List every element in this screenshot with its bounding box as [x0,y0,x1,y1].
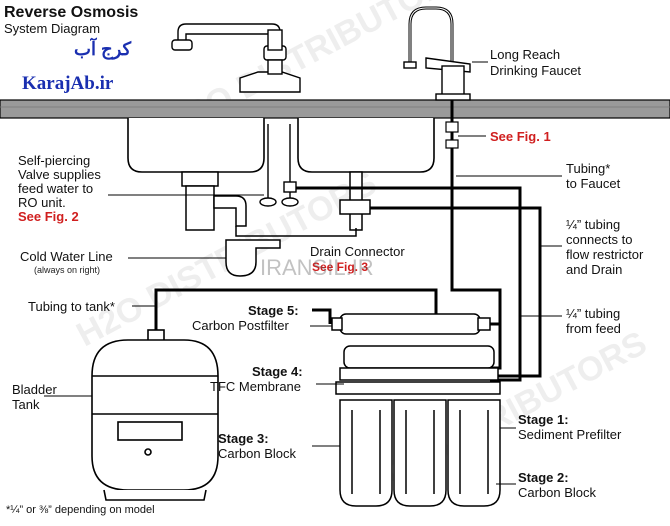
filter-canisters-art [339,399,501,507]
label-see-fig1: See Fig. 1 [490,129,551,144]
label-stage1: Stage 1: [518,412,569,427]
label-valve-line4: RO unit. [18,195,66,210]
label-see-fig3: See Fig. 3 [312,260,369,274]
label-stage4-name: TFC Membrane [210,379,302,394]
leader-lines [44,61,562,485]
diagram-title: Reverse Osmosis [4,4,139,21]
label-drain-connector: Drain Connector [310,244,405,259]
label-stage3: Stage 3: [218,431,269,446]
overlay-watermark-text: IRANSIL.IR [260,255,374,280]
label-tubing-faucet-line1: Tubing* [566,161,611,176]
label-tubing-tank: Tubing to tank* [28,299,115,314]
membrane-housing-art [335,345,501,395]
drinking-faucet-art [403,6,471,101]
label-restrictor-line3: flow restrictor [566,247,644,262]
tube-fittings [445,121,459,149]
label-stage1-name: Sediment Prefilter [518,427,622,442]
label-restrictor-line1: ¼” tubing [566,217,621,232]
postfilter-art [331,313,491,335]
label-stage2: Stage 2: [518,470,569,485]
label-restrictor-line4: and Drain [566,262,623,277]
diagram-subtitle: System Diagram [4,21,101,36]
label-restrictor-line2: connects to [566,232,633,247]
label-stage3-name: Carbon Block [218,446,297,461]
label-bladder-line2: Tank [12,397,40,412]
valve-and-cold-line [259,124,299,207]
label-stage4: Stage 4: [252,364,303,379]
label-tubing-feed-line2: from feed [566,321,621,336]
bladder-tank-art [91,329,219,501]
brand-latin: KarajAb.ir [22,73,114,94]
label-bladder-line1: Bladder [12,382,57,397]
label-faucet-line2: Drinking Faucet [490,63,582,78]
kitchen-faucet [171,23,301,93]
drain-pipes [181,171,371,277]
footnote: *¼” or ⅜” depending on model [6,504,155,516]
label-stage2-name: Carbon Block [518,485,597,500]
label-valve-line3: feed water to [18,181,94,196]
label-cold-water: Cold Water Line [20,249,113,264]
brand-persian: کرج آب [74,39,132,59]
label-faucet-line1: Long Reach [490,47,561,62]
label-valve-line2: Valve supplies [18,167,101,182]
label-tubing-faucet-line2: to Faucet [566,176,621,191]
label-valve-line1: Self-piercing [18,153,91,168]
countertop [0,99,670,119]
label-stage5-name: Carbon Postfilter [192,318,289,333]
label-cold-water-note: (always on right) [34,265,101,275]
label-tubing-feed-line1: ¼” tubing [566,306,621,321]
sink-basins [127,118,435,173]
label-see-fig2: See Fig. 2 [18,209,79,224]
label-stage5: Stage 5: [248,303,299,318]
